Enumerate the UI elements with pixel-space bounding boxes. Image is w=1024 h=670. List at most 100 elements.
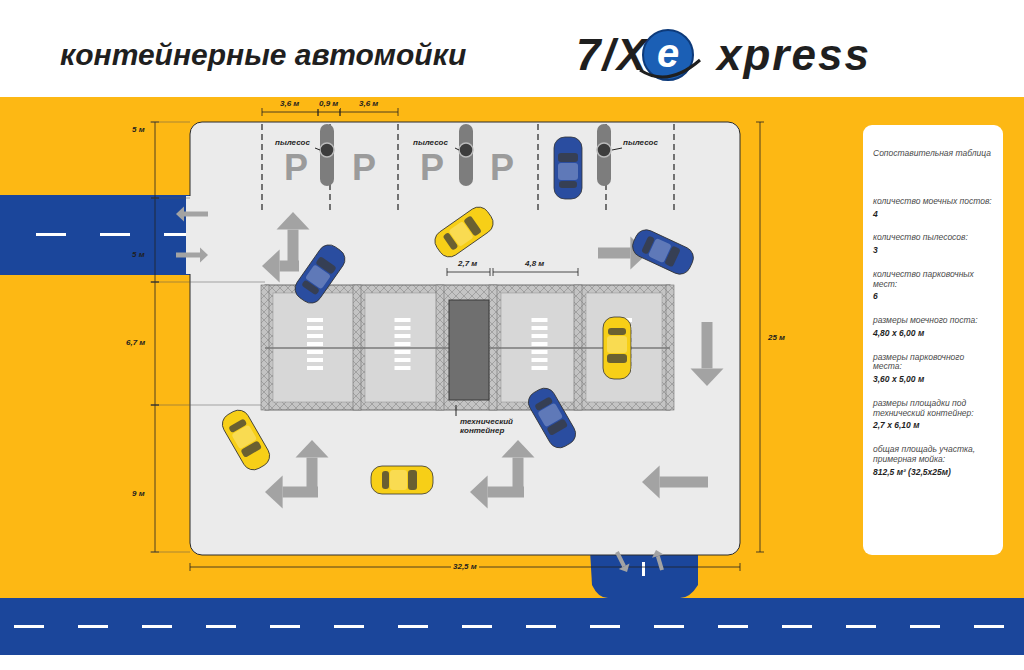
floor-grate (307, 334, 323, 338)
dimension-line (155, 198, 156, 282)
parking-line (673, 124, 674, 210)
car-body (291, 241, 349, 308)
floor-grate (532, 366, 548, 370)
table-heading: Сопоставительная таблица (873, 149, 993, 159)
table-cell: размеры площадки под технический контейн… (873, 399, 993, 419)
floor-grate (395, 318, 411, 322)
car-body (629, 226, 697, 278)
table-cell: размеры моечного поста: (873, 316, 993, 326)
road-marking (782, 625, 812, 628)
traffic-arrow-head (262, 250, 280, 283)
dimension-label: 25 м (766, 334, 787, 343)
car (431, 203, 498, 261)
container-label: технический контейнер (460, 418, 522, 436)
table-cell: размеры парковочного места: (873, 353, 993, 373)
logo-circle (643, 30, 693, 80)
car-roof (537, 403, 563, 428)
road-marking (590, 625, 620, 628)
floor-grate (307, 342, 323, 346)
table-cell: общая площадь участка, примерная мойка: (873, 445, 993, 465)
dimension-tick (447, 268, 448, 276)
car (629, 226, 697, 278)
traffic-arrow-shaft (184, 212, 208, 217)
car (554, 137, 582, 199)
vacuum-unit (459, 143, 473, 157)
car-roof (448, 221, 473, 247)
technical-container (449, 300, 489, 400)
car-rear-window (608, 328, 626, 335)
dimension-tick (490, 268, 491, 276)
traffic-arrow-shaft (488, 487, 524, 498)
road-marking (654, 625, 684, 628)
car (524, 384, 579, 452)
dimension-tick (578, 268, 579, 276)
dimension-tick (262, 108, 263, 116)
dimension-label: 0,9 м (317, 100, 340, 109)
driveway (590, 550, 698, 598)
traffic-arrow-head (265, 476, 283, 509)
floor-grate (395, 342, 411, 346)
logo-text: xpress (717, 31, 871, 79)
car-windshield (558, 153, 578, 162)
vacuum-unit (597, 143, 611, 157)
car (371, 466, 433, 494)
dimension-line (340, 112, 398, 113)
table-value: 4,80 х 6,00 м (873, 329, 993, 339)
car-body (218, 406, 273, 474)
extension-line (150, 122, 190, 123)
leader-line (455, 148, 459, 150)
dimension-line (155, 122, 156, 198)
dimension-line (155, 282, 156, 405)
traffic-arrow-head (296, 440, 329, 458)
parking-line (261, 124, 262, 210)
dimension-label: 3,6 м (357, 100, 380, 109)
parking-mark: P (284, 148, 308, 188)
dimension-label: 4,8 м (523, 260, 546, 269)
traffic-arrow-shaft (702, 322, 713, 368)
table-cell: количество моечных постов: (873, 197, 993, 207)
dimension-label: 5 м (130, 251, 147, 260)
vacuum-hose (597, 124, 611, 186)
dimension-line (493, 272, 578, 273)
vacuum-label: пылесос (623, 139, 658, 148)
floor-grate (395, 350, 411, 354)
floor-grate (532, 334, 548, 338)
floor-grate (307, 350, 323, 354)
traffic-arrow-shaft (598, 248, 630, 259)
road-marking (78, 625, 108, 628)
extension-line (150, 198, 190, 199)
leader-line (315, 148, 320, 150)
traffic-arrow-shaft (660, 477, 708, 488)
extension-line (150, 282, 265, 283)
floor-grate (532, 342, 548, 346)
traffic-arrow-head (619, 564, 630, 572)
road-marking (100, 233, 130, 236)
dimension-tick (740, 563, 741, 571)
traffic-arrow-head (691, 368, 724, 386)
parking-mark: P (420, 148, 444, 188)
car-rear-window (559, 181, 577, 188)
floor-grate (307, 358, 323, 362)
road (0, 598, 1024, 655)
traffic-arrow-shaft (658, 556, 662, 570)
traffic-arrow-shaft (280, 261, 299, 272)
road-marking (974, 625, 1004, 628)
table-value: 2,7 х 6,10 м (873, 421, 993, 431)
car-roof (305, 264, 331, 289)
floor-grate (532, 318, 548, 322)
traffic-arrow-head (277, 212, 310, 230)
traffic-arrow-head (470, 476, 488, 509)
traffic-arrow-head (176, 207, 184, 222)
parking-line (397, 124, 398, 210)
dimension-label: 5 м (130, 126, 147, 135)
dimension-line (262, 112, 318, 113)
car-windshield (607, 354, 627, 363)
vacuum-symbol (597, 124, 611, 186)
white-header (0, 0, 1024, 97)
floor-grate (307, 366, 323, 370)
car-body (554, 137, 582, 199)
lot (190, 122, 740, 555)
table-value: 6 (873, 292, 993, 302)
traffic-arrow-shaft (617, 552, 624, 566)
logo-text: e (657, 31, 679, 75)
